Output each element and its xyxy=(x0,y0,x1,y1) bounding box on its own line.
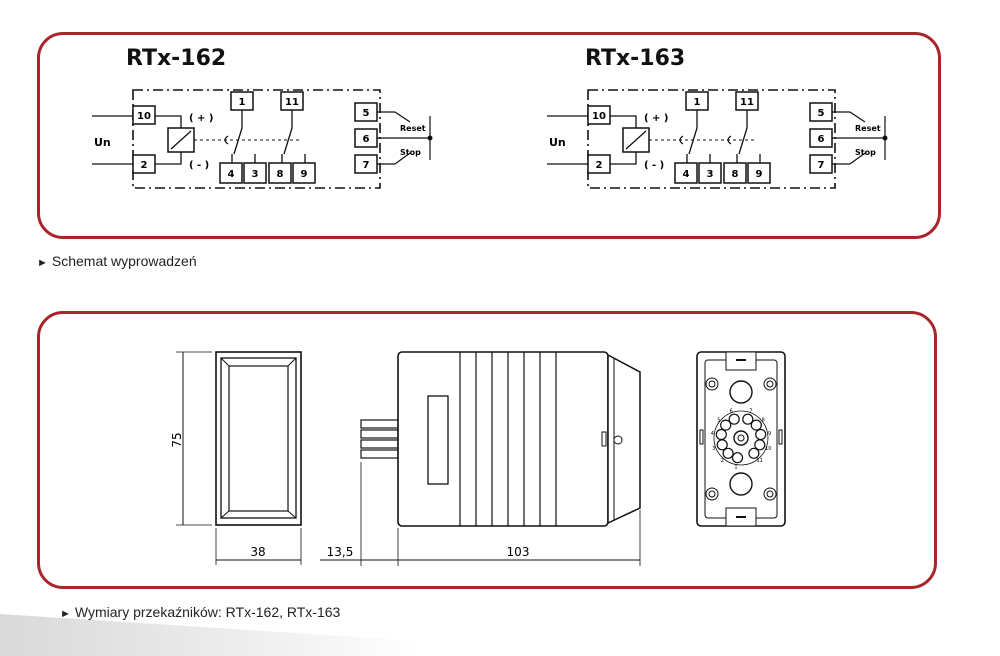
terminal-3-label: 3 xyxy=(707,169,714,180)
socket-pin xyxy=(754,439,766,451)
dim-height-label: 75 xyxy=(170,432,184,447)
diagram-title-rtx-162: RTx-162 xyxy=(126,46,227,71)
schematic-rtx-162: Un 10 2 ( + ) ( - ) 1 11 4 3 8 xyxy=(92,89,433,189)
terminal-11-label: 11 xyxy=(285,97,299,108)
minus-label: ( - ) xyxy=(189,160,209,171)
reset-label: Reset xyxy=(855,124,881,133)
socket-pin xyxy=(715,428,727,441)
dim-body-label: 103 xyxy=(507,545,530,559)
socket-pin-label: 7 xyxy=(749,409,752,415)
terminal-11-label: 11 xyxy=(740,97,754,108)
terminal-10-label: 10 xyxy=(592,111,606,122)
terminal-8-label: 8 xyxy=(277,169,284,180)
front-view: 75 38 xyxy=(170,351,302,565)
socket-pin-label: 5 xyxy=(717,417,720,423)
terminal-1-label: 1 xyxy=(239,97,246,108)
terminal-8-label: 8 xyxy=(732,169,739,180)
caption-dimensions-text: Wymiary przekaźników: RTx-162, RTx-163 xyxy=(74,604,341,620)
dim-width-label: 38 xyxy=(250,545,265,559)
caption-dimensions: ►Wymiary przekaźników: RTx-162, RTx-163 xyxy=(60,604,340,620)
dimensions-frame xyxy=(37,311,937,589)
socket-pin xyxy=(720,419,732,431)
terminal-3-label: 3 xyxy=(252,169,259,180)
side-view: 13,5 103 xyxy=(320,351,641,566)
terminal-7-label: 7 xyxy=(818,160,825,171)
minus-label: ( - ) xyxy=(644,160,664,171)
socket-pin xyxy=(716,439,728,451)
socket-pin-label: 6 xyxy=(730,409,733,415)
terminal-2-label: 2 xyxy=(596,160,603,171)
terminal-5-label: 5 xyxy=(818,108,825,119)
terminal-6-label: 6 xyxy=(818,134,825,145)
caption-wiring-text: Schemat wyprowadzeń xyxy=(51,253,197,269)
terminal-2-label: 2 xyxy=(141,160,148,171)
socket-pin-label: 2 xyxy=(721,458,724,464)
plus-label: ( + ) xyxy=(644,113,668,124)
stop-label: Stop xyxy=(400,148,421,157)
supply-label: Un xyxy=(94,136,111,149)
socket-pin-label: 11 xyxy=(756,458,762,464)
bullet-triangle-icon: ► xyxy=(37,257,48,269)
socket-pin-label: 3 xyxy=(712,446,715,452)
terminal-9-label: 9 xyxy=(301,169,308,180)
terminal-4-label: 4 xyxy=(683,169,690,180)
diagram-title-rtx-163: RTx-163 xyxy=(585,46,686,71)
reset-label: Reset xyxy=(400,124,426,133)
terminal-10-label: 10 xyxy=(137,111,151,122)
socket-pin-label: 1 xyxy=(734,465,737,471)
socket-pin xyxy=(750,419,762,431)
dim-pins-label: 13,5 xyxy=(327,545,354,559)
socket-pin-label: 10 xyxy=(765,446,771,452)
socket-pin xyxy=(731,452,744,464)
socket-pin-label: 8 xyxy=(762,417,765,423)
terminal-1-label: 1 xyxy=(694,97,701,108)
terminal-6-label: 6 xyxy=(363,134,370,145)
socket-pin xyxy=(742,413,754,425)
wiring-diagram-frame xyxy=(37,32,941,239)
bullet-triangle-icon: ► xyxy=(60,608,71,620)
socket-pin-label: 9 xyxy=(768,431,771,437)
terminal-7-label: 7 xyxy=(363,160,370,171)
supply-label: Un xyxy=(549,136,566,149)
terminal-5-label: 5 xyxy=(363,108,370,119)
terminal-10-box xyxy=(132,105,156,125)
socket-pin xyxy=(748,447,760,459)
socket-pin xyxy=(722,447,734,459)
socket-pin xyxy=(755,428,767,441)
caption-wiring: ►Schemat wyprowadzeń xyxy=(37,253,197,269)
socket-pin-label: 4 xyxy=(711,431,714,437)
stop-label: Stop xyxy=(855,148,876,157)
schematic-rtx-163: Un 10 2 ( + ) ( - ) 1 11 4 3 8 9 5 6 xyxy=(547,89,888,189)
plus-label: ( + ) xyxy=(189,113,213,124)
terminal-9-label: 9 xyxy=(756,169,763,180)
socket-pin xyxy=(728,413,740,425)
terminal-4-label: 4 xyxy=(228,169,235,180)
